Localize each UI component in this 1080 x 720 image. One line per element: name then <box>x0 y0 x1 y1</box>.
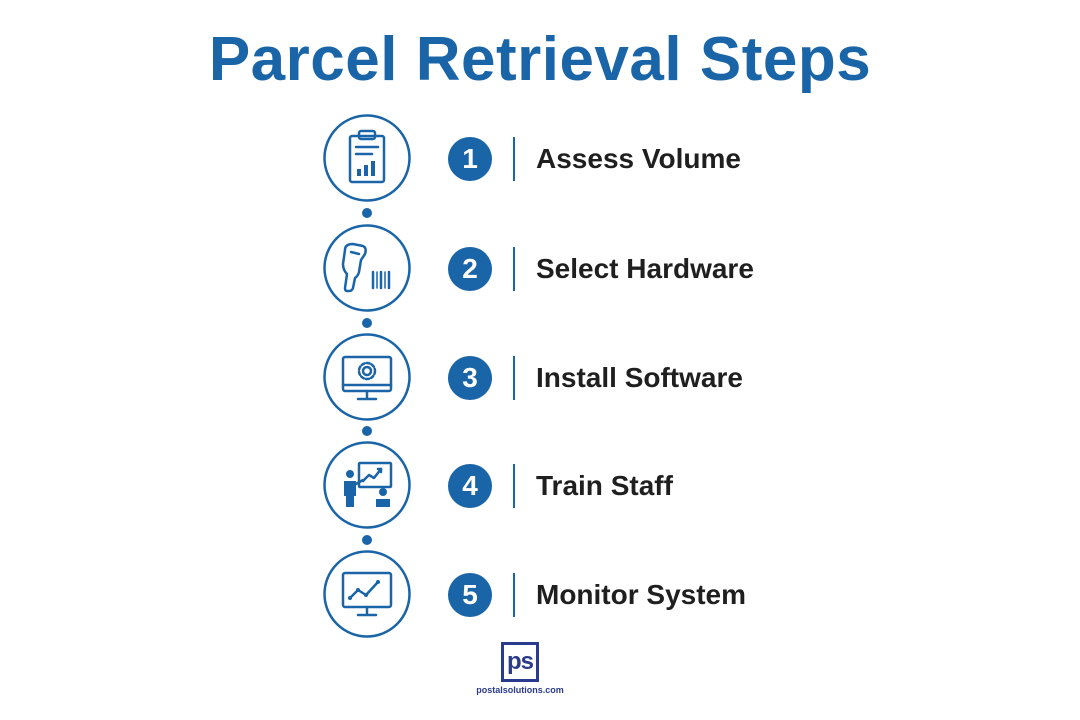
step-number: 2 <box>448 247 492 291</box>
logo-mark: ps <box>501 642 539 682</box>
step-divider <box>513 464 515 508</box>
step-divider <box>513 247 515 291</box>
step-1: 1 Assess Volume <box>320 114 880 206</box>
step-3: 3 Install Software <box>320 333 880 425</box>
connector-dot <box>362 318 372 328</box>
step-number: 3 <box>448 356 492 400</box>
step-divider <box>513 137 515 181</box>
clipboard-chart-icon <box>323 114 411 202</box>
step-label: Select Hardware <box>536 253 754 284</box>
connector-dot <box>362 535 372 545</box>
page-title: Parcel Retrieval Steps <box>208 25 872 94</box>
postalsolutions-logo: ps postalsolutions.com <box>476 640 595 700</box>
step-5: 5 Monitor System <box>320 550 880 642</box>
step-number: 1 <box>448 137 492 181</box>
connector-dot <box>362 426 372 436</box>
monitor-line-chart-icon <box>323 550 411 638</box>
step-number: 4 <box>448 464 492 508</box>
step-divider <box>513 356 515 400</box>
connector-dot <box>362 208 372 218</box>
step-4: 4 Train Staff <box>320 441 880 533</box>
step-number: 5 <box>448 573 492 617</box>
step-divider <box>513 573 515 617</box>
presentation-training-icon <box>323 441 411 529</box>
monitor-gear-icon <box>323 333 411 421</box>
step-2: 2 Select Hardware <box>320 224 880 316</box>
step-label: Train Staff <box>536 470 673 501</box>
barcode-scanner-icon <box>323 224 411 312</box>
step-label: Monitor System <box>536 579 747 610</box>
step-label: Assess Volume <box>536 143 741 174</box>
step-label: Install Software <box>536 362 743 393</box>
logo-text: postalsolutions.com <box>476 685 564 695</box>
